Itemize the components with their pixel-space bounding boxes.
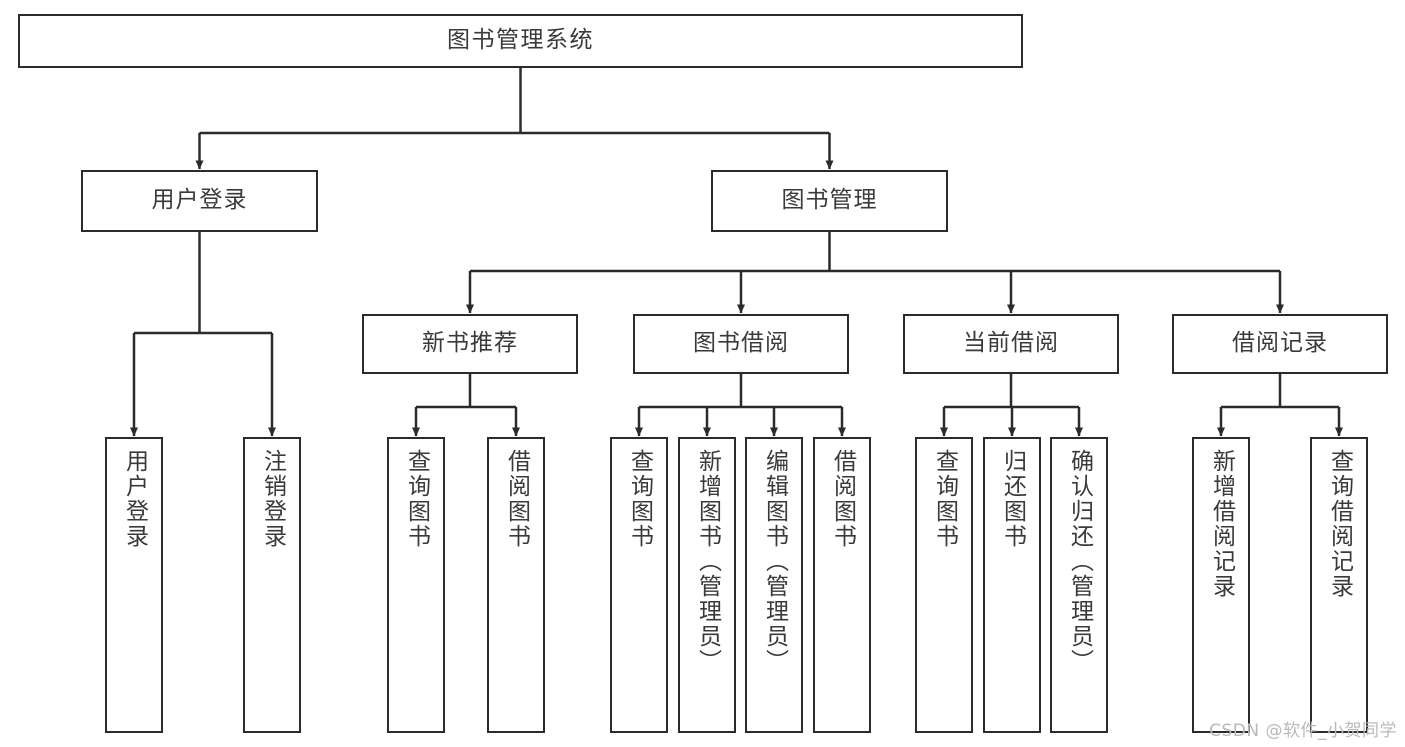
csdn-watermark: CSDN @软件_小贺同学 bbox=[1209, 721, 1397, 741]
node-label: 查询借阅记录 bbox=[1326, 449, 1353, 599]
node-label: 借阅记录 bbox=[1232, 330, 1328, 357]
node-label: 借阅图书 bbox=[503, 449, 530, 549]
node-borrow[interactable]: 图书借阅 bbox=[633, 314, 849, 374]
node-leaf-cur-2[interactable]: 归还图书 bbox=[983, 437, 1041, 733]
node-leaf-cur-1[interactable]: 查询图书 bbox=[915, 437, 973, 733]
node-label: 查询图书 bbox=[626, 449, 653, 549]
node-label: 归还图书 bbox=[999, 449, 1026, 549]
node-label: 新书推荐 bbox=[422, 330, 518, 357]
node-label: 查询图书 bbox=[403, 449, 430, 549]
node-label: 查询图书 bbox=[931, 449, 958, 549]
node-bookmgmt[interactable]: 图书管理 bbox=[711, 170, 948, 232]
node-label: 图书管理 bbox=[781, 187, 878, 214]
node-record[interactable]: 借阅记录 bbox=[1172, 314, 1388, 374]
node-label: 确认归还（管理员） bbox=[1066, 449, 1093, 674]
node-leaf-rec-2[interactable]: 查询借阅记录 bbox=[1310, 437, 1368, 733]
node-leaf-bor-1[interactable]: 查询图书 bbox=[610, 437, 668, 733]
node-leaf-cur-3[interactable]: 确认归还（管理员） bbox=[1050, 437, 1108, 733]
node-label: 新增借阅记录 bbox=[1208, 449, 1235, 599]
node-label: 注销登录 bbox=[259, 449, 286, 549]
node-label: 新增图书（管理员） bbox=[694, 449, 721, 674]
node-label: 借阅图书 bbox=[829, 449, 856, 549]
node-leaf-bor-2[interactable]: 新增图书（管理员） bbox=[678, 437, 736, 733]
node-leaf-bor-4[interactable]: 借阅图书 bbox=[813, 437, 871, 733]
node-leaf-login-1[interactable]: 用户登录 bbox=[105, 437, 163, 733]
node-leaf-login-2[interactable]: 注销登录 bbox=[243, 437, 301, 733]
node-login[interactable]: 用户登录 bbox=[81, 170, 318, 232]
node-leaf-new-2[interactable]: 借阅图书 bbox=[487, 437, 545, 733]
node-leaf-bor-3[interactable]: 编辑图书（管理员） bbox=[745, 437, 803, 733]
node-current[interactable]: 当前借阅 bbox=[903, 314, 1119, 374]
node-leaf-rec-1[interactable]: 新增借阅记录 bbox=[1192, 437, 1250, 733]
node-label: 编辑图书（管理员） bbox=[761, 449, 788, 674]
node-label: 用户登录 bbox=[151, 187, 248, 214]
node-label: 用户登录 bbox=[121, 449, 148, 549]
node-label: 图书管理系统 bbox=[447, 27, 594, 54]
node-leaf-new-1[interactable]: 查询图书 bbox=[387, 437, 445, 733]
node-label: 图书借阅 bbox=[693, 330, 789, 357]
node-root[interactable]: 图书管理系统 bbox=[18, 14, 1023, 68]
node-newbook[interactable]: 新书推荐 bbox=[362, 314, 578, 374]
node-label: 当前借阅 bbox=[963, 330, 1059, 357]
